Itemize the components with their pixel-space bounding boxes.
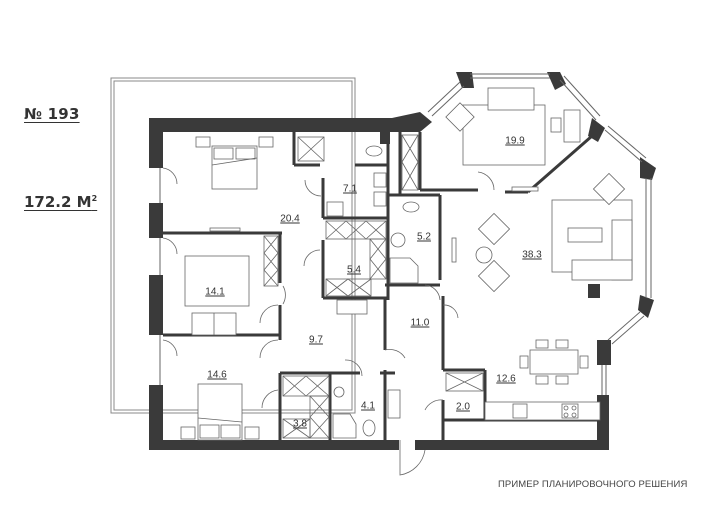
room-area-label-hall-1: 9.7 [309, 334, 323, 346]
area-unit-superscript: 2 [91, 194, 98, 203]
apartment-number: № 193 [24, 105, 80, 123]
windows [159, 73, 652, 395]
plan-caption: ПРИМЕР ПЛАНИРОВОЧНОГО РЕШЕНИЯ [498, 479, 688, 490]
exterior-walls [149, 72, 656, 450]
area-value: 172.2 М [24, 193, 92, 211]
room-area-label-bathroom-3: 4.1 [361, 400, 375, 412]
room-area-label-bedroom-2: 14.1 [205, 286, 225, 298]
room-area-label-living-room: 19.9 [505, 135, 525, 147]
room-area-label-living-dining: 38.3 [522, 249, 542, 261]
room-area-label-bathroom-2: 5.2 [417, 231, 431, 243]
room-area-label-bathroom-1: 7.1 [343, 183, 357, 195]
room-area-label-bedroom-1: 20.4 [280, 213, 300, 225]
room-area-label-storage: 2.0 [456, 401, 470, 413]
furniture [180, 87, 633, 441]
closets [263, 134, 484, 439]
room-area-label-dressing-room: 5.4 [347, 264, 361, 276]
room-area-label-bedroom-3: 14.6 [207, 369, 227, 381]
room-area-label-kitchen: 12.6 [496, 373, 516, 385]
room-area-label-laundry: 3.8 [293, 418, 307, 430]
interior-walls [163, 132, 600, 440]
room-area-label-hall-2: 11.0 [410, 317, 430, 329]
apartment-total-area: 172.2 М2 [24, 193, 97, 211]
doors [162, 167, 495, 476]
